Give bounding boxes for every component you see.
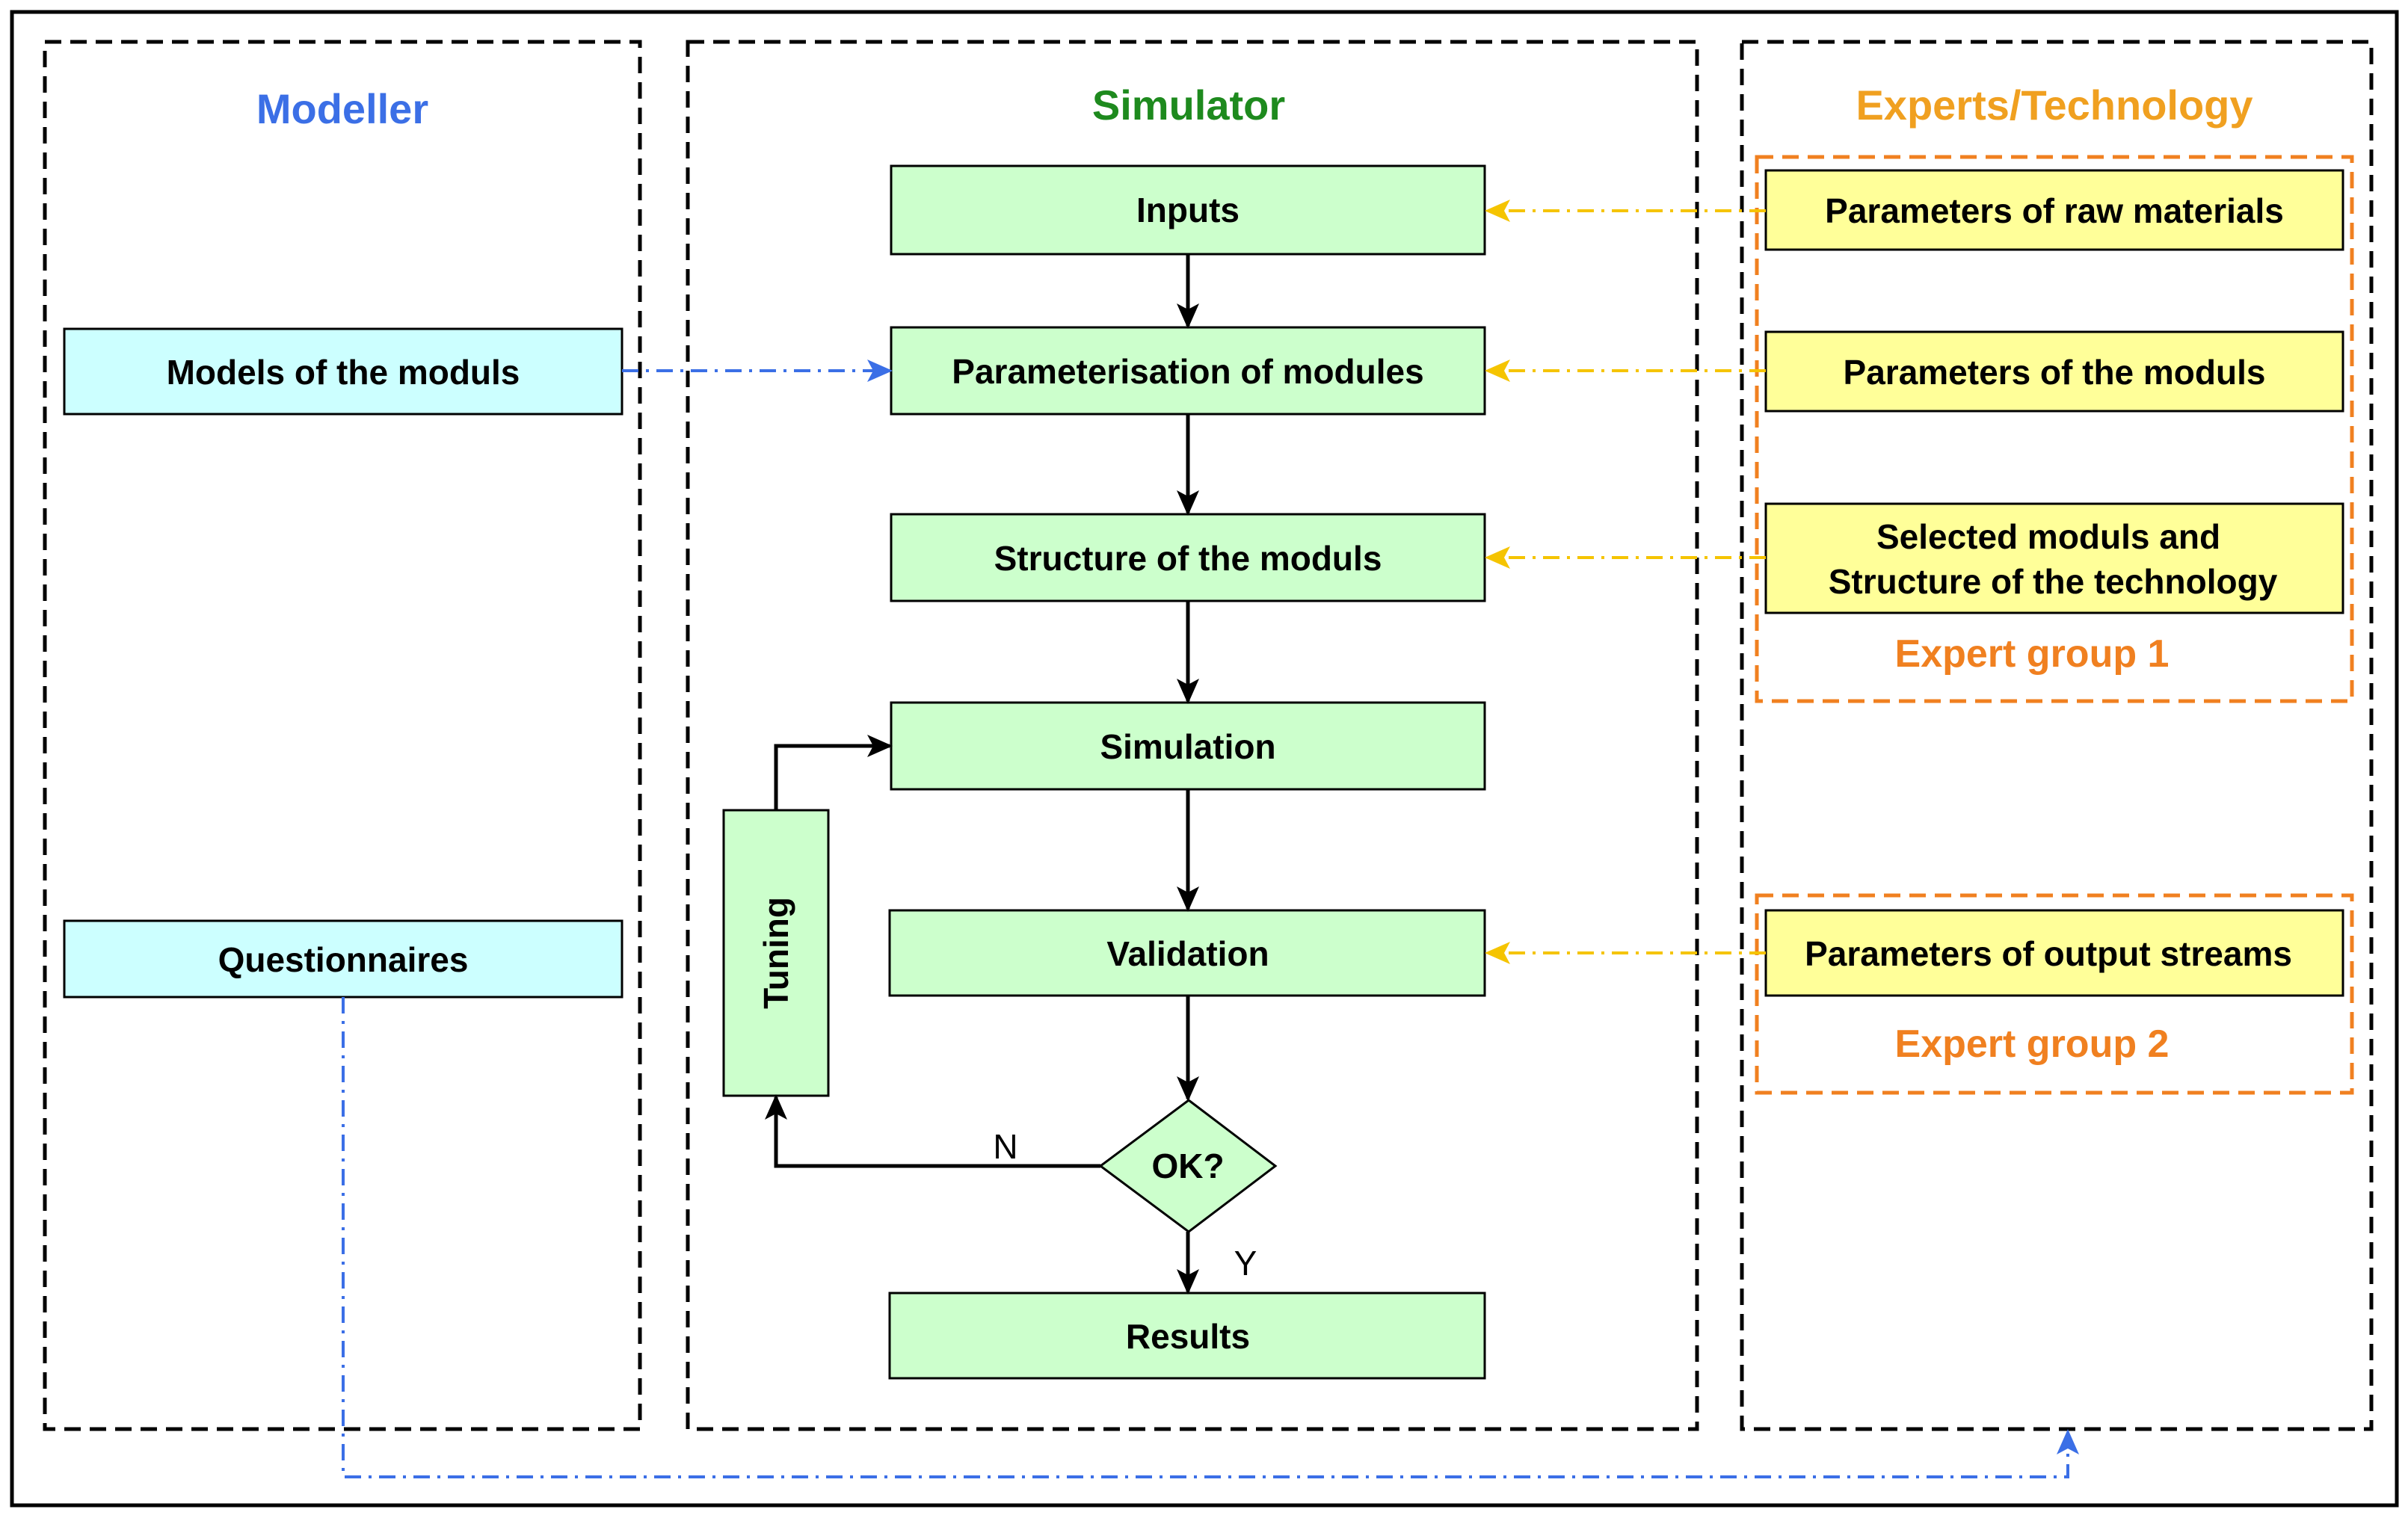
- lane-title-simulator: Simulator: [1092, 81, 1285, 129]
- selected-moduls-label-line2: Structure of the technology: [1829, 562, 2278, 601]
- validation-label: Validation: [1106, 934, 1269, 973]
- edge-label-yes: Y: [1234, 1244, 1257, 1283]
- decision-label: OK?: [1151, 1147, 1224, 1185]
- selected-moduls-box: [1764, 502, 2344, 614]
- tuning-label: Tuning: [757, 897, 795, 1009]
- expert-group-1-label: Expert group 1: [1895, 632, 2170, 676]
- lane-simulator: [686, 40, 1699, 1431]
- output-streams-label: Parameters of output streams: [1805, 934, 2292, 973]
- lane-title-experts: Experts/Technology: [1856, 81, 2253, 129]
- raw-materials-box: [1764, 169, 2344, 251]
- questionnaires-box: [63, 919, 623, 999]
- arrow-questionnaires-to-experts: [342, 997, 2079, 1478]
- moduls-params-label: Parameters of the moduls: [1844, 353, 2266, 392]
- lane-experts: [1740, 40, 2374, 1431]
- expert-group-2-frame: [1755, 893, 2354, 1095]
- lane-title-modeller: Modeller: [256, 85, 428, 132]
- arrow-decision-to-tuning: [765, 1094, 1100, 1168]
- lane-modeller: [43, 40, 642, 1431]
- structure-label: Structure of the moduls: [994, 539, 1382, 578]
- arrow-tuning-to-simulation: [774, 735, 893, 810]
- results-box: [888, 1292, 1486, 1380]
- expert-group-2-label: Expert group 2: [1895, 1022, 2170, 1066]
- questionnaires-label: Questionnaires: [218, 940, 469, 979]
- raw-materials-label: Parameters of raw materials: [1825, 191, 2284, 230]
- results-label: Results: [1126, 1317, 1250, 1356]
- expert-group-1-frame: [1755, 155, 2354, 703]
- edge-label-no: N: [993, 1127, 1017, 1166]
- parameterisation-label: Parameterisation of modules: [952, 352, 1423, 391]
- inputs-box: [890, 164, 1486, 256]
- models-label: Models of the moduls: [167, 353, 520, 392]
- inputs-label: Inputs: [1136, 191, 1240, 229]
- moduls-params-box: [1764, 330, 2344, 413]
- models-box: [63, 327, 623, 416]
- simulation-label: Simulation: [1100, 727, 1275, 766]
- outer-frame: [10, 10, 2399, 1508]
- selected-moduls-label-line1: Selected moduls and: [1876, 517, 2220, 556]
